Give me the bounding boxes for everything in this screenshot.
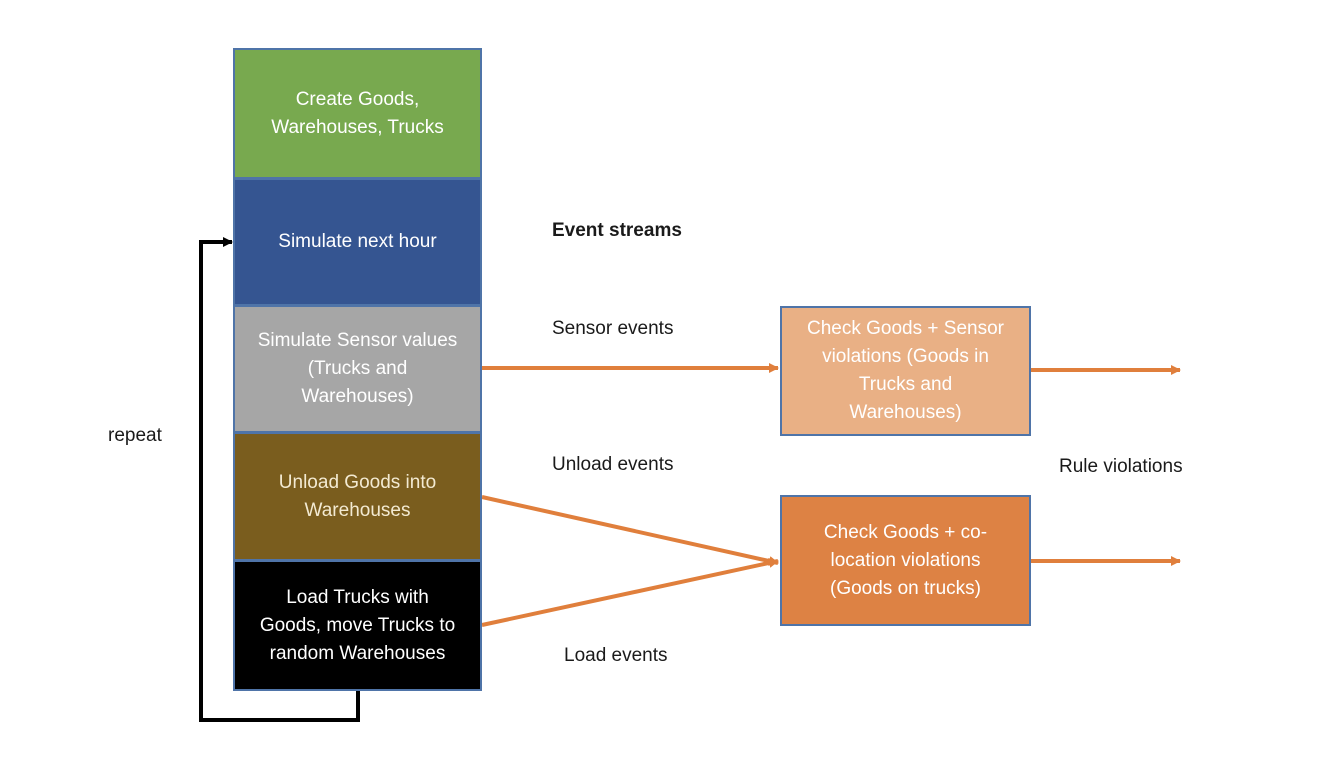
check-sensor-violations-label: Check Goods + Sensor violations (Goods i… <box>807 318 1004 423</box>
diagram-title: Event streams <box>552 220 682 241</box>
step-load-label: Load Trucks with Goods, move Trucks to r… <box>259 586 456 664</box>
check-colocation-violations-label: Check Goods + co-location violations (Go… <box>823 521 988 599</box>
load-events-label: Load events <box>564 645 668 666</box>
load-events-arrow <box>481 558 779 627</box>
sensor-events-label: Sensor events <box>552 318 674 339</box>
step-load: Load Trucks with Goods, move Trucks to r… <box>233 560 482 691</box>
repeat-label: repeat <box>108 425 162 446</box>
step-unload-label: Unload Goods into Warehouses <box>278 471 437 521</box>
unload-events-arrow <box>481 495 779 566</box>
step-create-label: Create Goods, Warehouses, Trucks <box>271 88 444 138</box>
step-simulate-hour: Simulate next hour <box>233 178 482 306</box>
step-create: Create Goods, Warehouses, Trucks <box>233 48 482 179</box>
step-simulate-sensor-label: Simulate Sensor values (Trucks and Wareh… <box>257 330 458 407</box>
check-colocation-violations: Check Goods + co-location violations (Go… <box>780 495 1031 626</box>
unload-events-label: Unload events <box>552 454 674 475</box>
step-simulate-sensor: Simulate Sensor values (Trucks and Wareh… <box>233 305 482 433</box>
step-simulate-hour-label: Simulate next hour <box>278 231 437 252</box>
repeat-loop-arrow <box>199 237 360 722</box>
step-unload: Unload Goods into Warehouses <box>233 432 482 561</box>
rule-violations-label: Rule violations <box>1059 456 1183 477</box>
check-sensor-violations: Check Goods + Sensor violations (Goods i… <box>780 306 1031 436</box>
